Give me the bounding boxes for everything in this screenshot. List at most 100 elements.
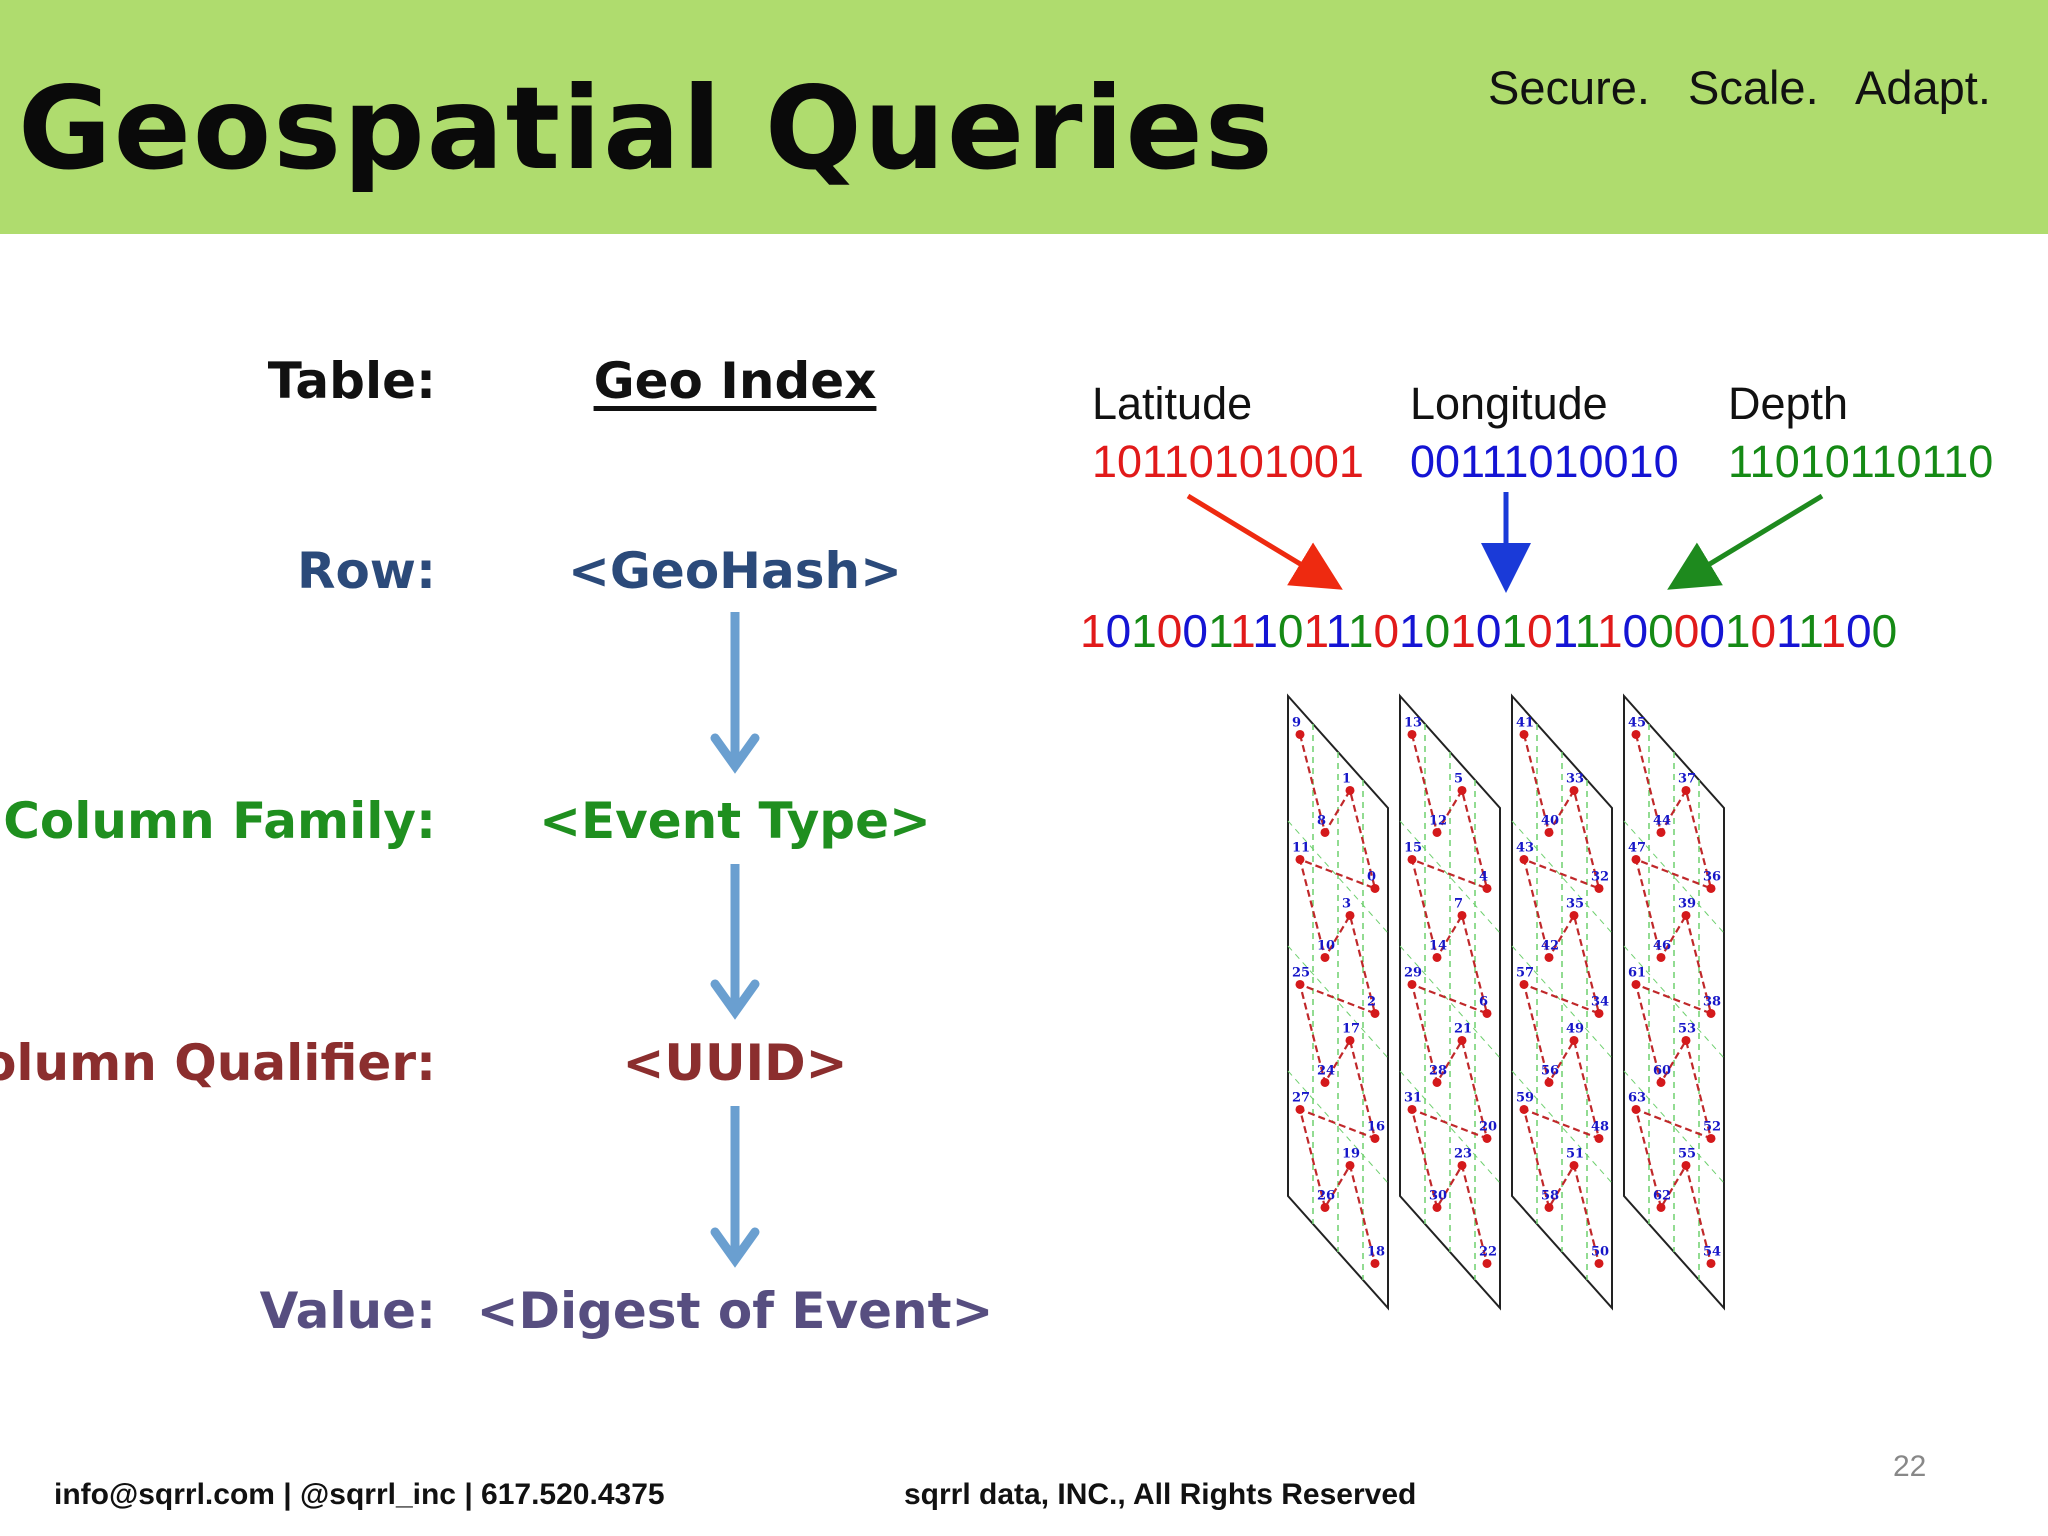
table-label: Table: bbox=[267, 352, 436, 410]
z-curve-node bbox=[1370, 1133, 1380, 1143]
z-curve-node bbox=[1519, 729, 1529, 739]
z-curve-node bbox=[1320, 1202, 1330, 1212]
interleaved-bit: 1 bbox=[1230, 605, 1253, 657]
z-curve-label: 32 bbox=[1591, 869, 1609, 884]
z-curve-label: 56 bbox=[1541, 1063, 1559, 1078]
z-curve-node bbox=[1320, 952, 1330, 962]
z-curve-label: 5 bbox=[1454, 771, 1463, 786]
z-curve-label: 46 bbox=[1653, 938, 1671, 953]
z-curve-label: 6 bbox=[1479, 994, 1488, 1009]
z-curve-label: 20 bbox=[1479, 1119, 1497, 1134]
z-curve-node bbox=[1482, 1258, 1492, 1268]
interleaved-bit: 1 bbox=[1776, 605, 1799, 657]
table-value: Geo Index bbox=[593, 352, 877, 410]
page-number: 22 bbox=[1893, 1450, 1927, 1483]
down-arrow-icon bbox=[710, 612, 760, 774]
interleaved-bit: 1 bbox=[1596, 605, 1623, 657]
z-curve-label: 0 bbox=[1367, 869, 1376, 884]
interleaved-bit: 1 bbox=[1080, 605, 1106, 657]
slide-title: Geospatial Queries bbox=[18, 62, 1275, 195]
z-curve-label: 38 bbox=[1703, 994, 1721, 1009]
interleaved-bit: 0 bbox=[1750, 605, 1777, 657]
down-arrow-icon bbox=[710, 1106, 760, 1268]
z-curve-node bbox=[1594, 883, 1604, 893]
interleaved-bit: 1 bbox=[1724, 605, 1751, 657]
z-curve-node bbox=[1569, 785, 1579, 795]
z-curve-node bbox=[1457, 785, 1467, 795]
z-curve-node bbox=[1519, 979, 1529, 989]
longitude-label: Longitude bbox=[1410, 378, 1608, 429]
z-curve-node bbox=[1370, 883, 1380, 893]
z-curve-node bbox=[1656, 1077, 1666, 1087]
interleaved-bit: 1 bbox=[1252, 605, 1278, 657]
depth-bits: 11010110110 bbox=[1728, 436, 1994, 487]
z-curve-node bbox=[1544, 1202, 1554, 1212]
z-curve-node bbox=[1706, 1258, 1716, 1268]
z-curve-node bbox=[1594, 1133, 1604, 1143]
z-curve-node bbox=[1569, 910, 1579, 920]
interleaved-bit: 0 bbox=[1699, 605, 1725, 657]
z-curve-node bbox=[1345, 1160, 1355, 1170]
z-curve-node bbox=[1681, 1035, 1691, 1045]
z-curve-node bbox=[1519, 854, 1529, 864]
z-curve-label: 31 bbox=[1404, 1090, 1422, 1105]
interleaved-bit: 1 bbox=[1552, 605, 1575, 657]
z-curve-node bbox=[1544, 952, 1554, 962]
interleaved-bit: 1 bbox=[1399, 605, 1425, 657]
interleaved-bit: 0 bbox=[1527, 605, 1553, 657]
tagline-secure: Secure. bbox=[1488, 61, 1650, 114]
z-curve-label: 43 bbox=[1516, 840, 1534, 855]
interleaved-bit: 1 bbox=[1501, 605, 1527, 657]
interleaved-bit: 0 bbox=[1648, 605, 1674, 657]
tagline-adapt: Adapt. bbox=[1855, 61, 1991, 114]
z-curve-node bbox=[1706, 1008, 1716, 1018]
latitude-arrow-icon bbox=[1186, 493, 1343, 590]
z-curve-label: 61 bbox=[1628, 965, 1646, 980]
z-curve-node bbox=[1569, 1160, 1579, 1170]
z-curve-label: 9 bbox=[1292, 715, 1301, 730]
z-curve-label: 37 bbox=[1678, 771, 1696, 786]
tagline-scale: Scale. bbox=[1688, 61, 1819, 114]
interleaved-bit: 0 bbox=[1277, 605, 1304, 657]
z-curve-node bbox=[1631, 854, 1641, 864]
z-curve-node bbox=[1295, 854, 1305, 864]
z-curve-node bbox=[1482, 883, 1492, 893]
column-family-label: Column Family: bbox=[3, 792, 436, 850]
footer-contact: info@sqrrl.com | @sqrrl_inc | 617.520.43… bbox=[54, 1478, 665, 1511]
z-curve-node bbox=[1320, 827, 1330, 837]
interleaved-bit: 0 bbox=[1622, 605, 1649, 657]
z-curve-label: 54 bbox=[1703, 1244, 1721, 1259]
depth-label: Depth bbox=[1728, 378, 1849, 429]
z-curve-label: 10 bbox=[1317, 938, 1335, 953]
z-curve-label: 25 bbox=[1292, 965, 1310, 980]
z-curve-label: 62 bbox=[1653, 1188, 1671, 1203]
z-curve-node bbox=[1482, 1133, 1492, 1143]
z-curve-node bbox=[1407, 729, 1417, 739]
z-curve-node bbox=[1656, 1202, 1666, 1212]
z-curve-node bbox=[1544, 1077, 1554, 1087]
z-curve-node bbox=[1295, 729, 1305, 739]
z-curve-label: 27 bbox=[1292, 1090, 1310, 1105]
z-curve-node bbox=[1295, 979, 1305, 989]
interleaved-bit: 0 bbox=[1871, 605, 1898, 657]
z-curve-node bbox=[1407, 1104, 1417, 1114]
column-qualifier-value: <UUID> bbox=[622, 1034, 848, 1092]
z-curve-label: 23 bbox=[1454, 1146, 1472, 1161]
z-curve-label: 39 bbox=[1678, 896, 1696, 911]
z-curve-node bbox=[1706, 883, 1716, 893]
z-curve-label: 44 bbox=[1653, 813, 1671, 828]
z-curve-node bbox=[1295, 1104, 1305, 1114]
z-curve-label: 4 bbox=[1479, 869, 1488, 884]
longitude-bits: 00111010010 bbox=[1410, 436, 1679, 487]
z-curve-node bbox=[1594, 1008, 1604, 1018]
interleaved-bit: 0 bbox=[1673, 605, 1700, 657]
z-curve-label: 41 bbox=[1516, 715, 1534, 730]
z-curve-label: 59 bbox=[1516, 1090, 1534, 1105]
z-curve-label: 63 bbox=[1628, 1090, 1646, 1105]
z-curve-node bbox=[1631, 1104, 1641, 1114]
z-curve-node bbox=[1631, 979, 1641, 989]
column-family-value: <Event Type> bbox=[539, 792, 931, 850]
interleaved-bit: 1 bbox=[1347, 605, 1374, 657]
